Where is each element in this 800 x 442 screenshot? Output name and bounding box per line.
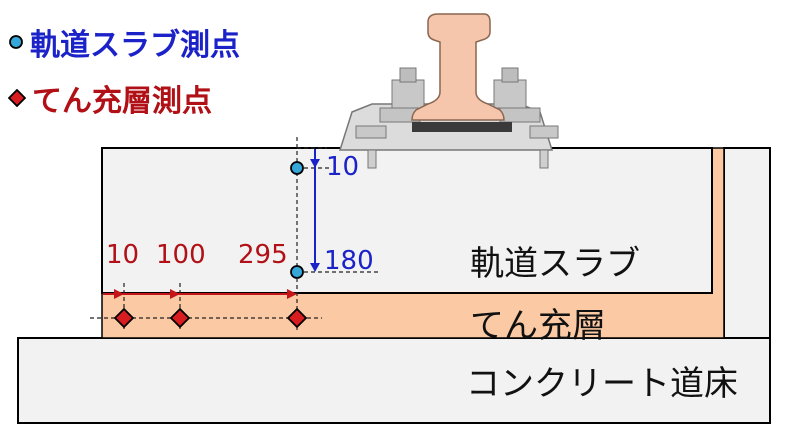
legend-fill-points: てん充層測点 <box>8 76 212 120</box>
fill-offset-label-100: 100 <box>156 240 206 270</box>
legend-slab-points-label: 軌道スラブ測点 <box>30 28 240 63</box>
rail <box>411 13 505 121</box>
fill-point-marker-2 <box>169 307 191 329</box>
slab-depth-label-10: 10 <box>326 152 360 182</box>
fill-point-legend-icon <box>8 89 26 107</box>
concrete-side-block <box>723 147 771 339</box>
slab-point-legend-icon <box>9 35 23 49</box>
filling-layer-label: てん充層 <box>470 306 606 346</box>
fill-point-marker-3 <box>286 307 308 329</box>
depth-arrow-180 <box>310 149 320 272</box>
fill-offset-arrow <box>103 289 297 299</box>
fill-offset-label-295: 295 <box>238 240 288 270</box>
legend-fill-points-label: てん充層測点 <box>32 84 212 119</box>
slab-point-marker-2 <box>290 265 304 279</box>
slab-depth-label-180: 180 <box>324 246 374 276</box>
track-slab <box>101 147 713 294</box>
legend-slab-points: 軌道スラブ測点 <box>8 20 240 64</box>
fill-point-marker-1 <box>113 307 135 329</box>
slab-point-marker-1 <box>290 161 304 175</box>
concrete-bed <box>17 337 771 424</box>
concrete-bed-label: コンクリート道床 <box>466 364 738 404</box>
rail-fastener-assembly <box>338 13 559 169</box>
fill-offset-label-10: 10 <box>106 240 140 270</box>
track-slab-label: 軌道スラブ <box>470 244 640 284</box>
